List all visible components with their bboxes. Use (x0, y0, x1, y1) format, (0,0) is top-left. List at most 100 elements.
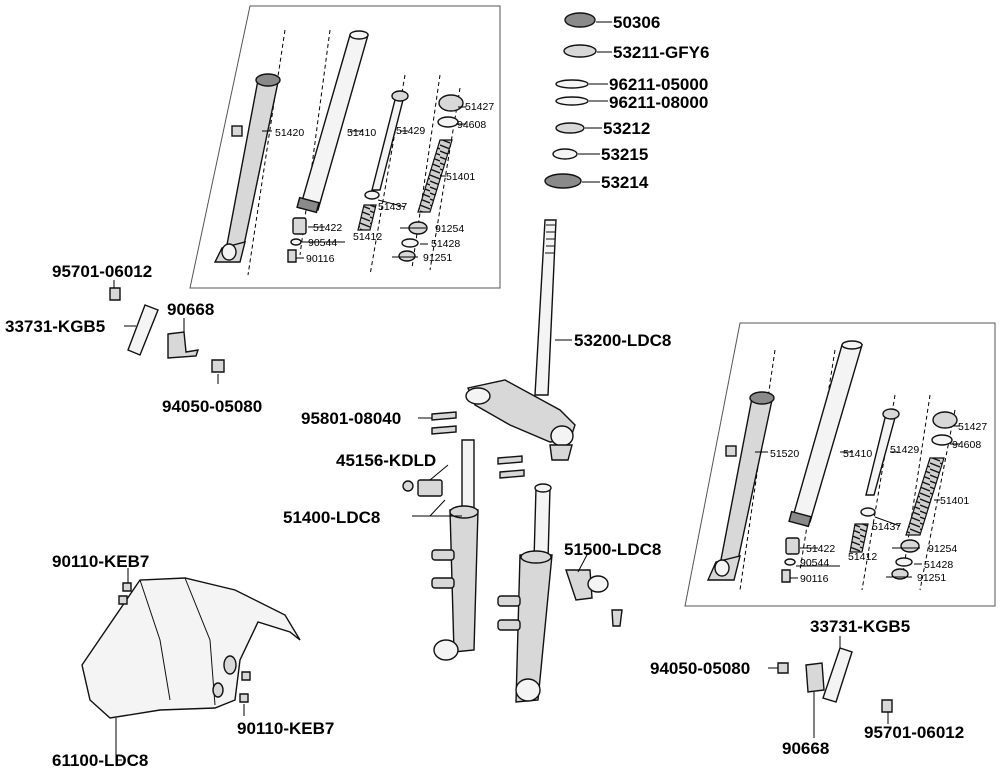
left-fork-inset: 51420 51410 51429 51427 94608 51401 5143… (189, 5, 501, 289)
right-inset-frame (684, 322, 996, 607)
steering-bearing-stack: 50306 53211-GFY6 96211-05000 96211-08000… (544, 12, 709, 192)
screw-90110-d (239, 693, 249, 703)
label-51410-right: 51410 (843, 448, 872, 460)
right-fork-leg-51500: 51500-LDC8 (497, 483, 661, 703)
steering-stem-53200: 53200-LDC8 (465, 219, 671, 461)
screw-90110-c (241, 671, 251, 681)
label-95701-06012-left: 95701-06012 (52, 262, 152, 281)
right-washer-90544 (784, 558, 796, 566)
nut-94050-right (777, 662, 789, 674)
label-61100-ldc8: 61100-LDC8 (52, 751, 148, 770)
left-oring-94608 (437, 116, 459, 128)
right-clip-51428 (895, 557, 913, 567)
left-damper-rod-51429 (371, 90, 409, 191)
label-91254-right: 91254 (928, 543, 957, 555)
label-94050-05080-right: 94050-05080 (650, 659, 750, 678)
label-51437-right: 51437 (872, 521, 901, 533)
reflector-33731-right (822, 647, 853, 703)
front-fender-61100 (81, 577, 301, 719)
label-94608-left: 94608 (457, 119, 486, 131)
label-90544-right: 90544 (800, 557, 829, 569)
label-33731-kgb5-right: 33731-KGB5 (810, 617, 910, 636)
label-51437-left: 51437 (378, 201, 407, 213)
label-90110-keb7-top: 90110-KEB7 (52, 552, 149, 571)
label-51520: 51520 (770, 448, 799, 460)
label-94050-05080-left: 94050-05080 (162, 397, 262, 416)
right-damper-rod-51429 (865, 408, 900, 496)
screw-90110-a (122, 582, 132, 592)
label-51428-right: 51428 (924, 559, 953, 571)
left-outer-tube-51420 (213, 73, 281, 263)
left-inset-dash-guide (247, 29, 461, 276)
bracket-90668-right (805, 662, 825, 693)
right-piston-ring-51437 (860, 507, 876, 517)
left-clip-51428 (401, 238, 419, 248)
bracket-90668-left (167, 331, 200, 359)
left-fork-cap-51427 (438, 94, 464, 112)
top-nut-50306 (564, 12, 596, 28)
clamp-bolts-95801: 95801-08040 (301, 409, 525, 479)
right-oring-94608 (931, 434, 953, 446)
label-90110-keb7-bottom: 90110-KEB7 (237, 719, 334, 738)
label-51400-ldc8: 51400-LDC8 (283, 508, 380, 527)
front-fender-group: 90110-KEB7 90110-KEB7 61100-LDC8 (52, 552, 334, 770)
left-oil-lock-51422 (292, 217, 307, 235)
label-51420: 51420 (275, 127, 304, 139)
label-51428-left: 51428 (431, 238, 460, 250)
left-fork-leg-51400: 45156-KDLD 51400-LDC8 (283, 439, 479, 661)
lock-nut-53211 (563, 44, 597, 58)
bolt-95701-right (881, 699, 893, 713)
label-33731-kgb5-left: 33731-KGB5 (5, 317, 105, 336)
left-rebound-spring-51412 (357, 204, 377, 231)
right-spring-51401 (905, 457, 945, 536)
nut-94050-left (211, 359, 225, 373)
left-bolt-90116 (287, 249, 297, 263)
label-51500-ldc8: 51500-LDC8 (564, 540, 661, 559)
label-91251-right: 91251 (917, 572, 946, 584)
right-oil-seal-91254 (900, 539, 920, 553)
label-53212: 53212 (603, 119, 650, 138)
right-rebound-spring-51412 (849, 523, 869, 553)
label-51427-right: 51427 (958, 421, 987, 433)
label-53214: 53214 (601, 173, 649, 192)
reflector-33731-left (127, 304, 159, 356)
bottom-cone-53214 (544, 173, 582, 189)
label-50306: 50306 (613, 13, 660, 32)
left-reflector-bracket-group: 95701-06012 33731-KGB5 90668 94050-05080 (5, 262, 262, 416)
screw-90110-b (118, 595, 128, 605)
label-53211-gfy6: 53211-GFY6 (613, 43, 709, 62)
label-96211-05000: 96211-05000 (609, 75, 708, 94)
label-51422-right: 51422 (806, 543, 835, 555)
label-53215: 53215 (601, 145, 648, 164)
label-51427-left: 51427 (465, 101, 494, 113)
ball-race-96211-08000 (555, 96, 589, 106)
label-51429-right: 51429 (890, 444, 919, 456)
label-95801-08040: 95801-08040 (301, 409, 401, 428)
right-bolt-90116 (781, 569, 791, 583)
right-outer-tube-51520 (706, 391, 775, 581)
left-inset-frame (189, 5, 501, 289)
right-fork-cap-51427 (932, 411, 958, 429)
label-51401-left: 51401 (446, 171, 475, 183)
label-95701-06012-right: 95701-06012 (864, 723, 964, 742)
label-51401-right: 51401 (940, 495, 969, 507)
cone-53212 (555, 122, 585, 134)
left-inner-tube-51410 (296, 30, 369, 214)
left-washer-90544 (290, 238, 302, 246)
label-51412-left: 51412 (353, 231, 382, 243)
left-piston-ring-51437 (364, 190, 380, 200)
left-dust-seal-91251 (398, 250, 416, 262)
label-90544-left: 90544 (308, 237, 337, 249)
dust-seal-53215 (552, 148, 578, 160)
ball-race-96211-05000 (555, 79, 589, 89)
label-90116-left: 90116 (306, 253, 335, 265)
label-96211-08000: 96211-08000 (609, 93, 708, 112)
label-90116-right: 90116 (800, 573, 829, 585)
label-51410-left: 51410 (347, 127, 376, 139)
label-94608-right: 94608 (952, 439, 981, 451)
label-51429-left: 51429 (396, 125, 425, 137)
right-fork-inset: 51520 51410 51429 51427 94608 51401 5143… (684, 322, 996, 607)
bolt-95701-left (109, 287, 121, 301)
left-spring-51401 (417, 139, 453, 213)
